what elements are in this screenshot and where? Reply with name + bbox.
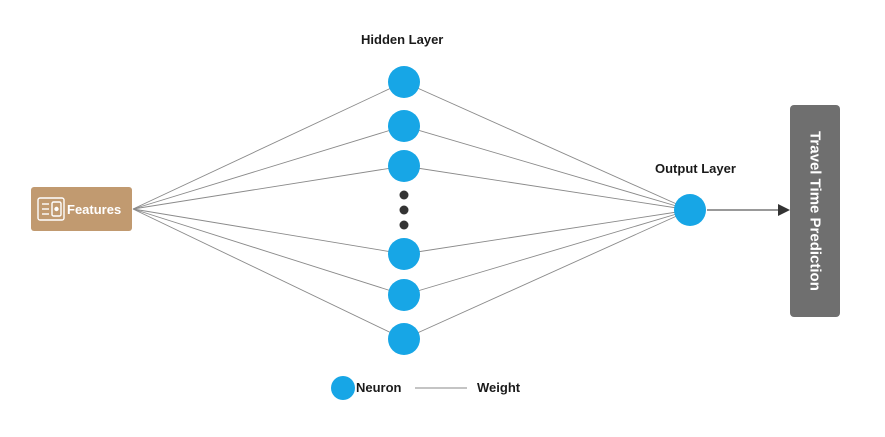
hidden-layer-label: Hidden Layer xyxy=(361,32,444,47)
weight-line-in-3 xyxy=(132,165,405,210)
features-label: Features xyxy=(67,201,122,217)
weight-line-out-5 xyxy=(403,209,691,296)
ellipsis-dot-3 xyxy=(399,220,409,230)
weight-line-in-2 xyxy=(132,125,405,210)
feature-sliders-icon xyxy=(37,197,65,221)
weight-line-in-4 xyxy=(132,208,405,255)
weight-line-in-1 xyxy=(132,81,405,210)
legend-neuron-label: Neuron xyxy=(356,380,402,395)
weight-line-out-6 xyxy=(403,209,691,340)
hidden-neuron-1 xyxy=(388,66,420,98)
weight-connections xyxy=(132,81,691,340)
ellipsis-dot-1 xyxy=(399,190,409,200)
output-neuron xyxy=(674,194,706,226)
weight-line-out-3 xyxy=(403,165,691,211)
prediction-label: Travel Time Prediction xyxy=(806,131,824,291)
legend-neuron-icon xyxy=(331,376,355,400)
output-arrow-head xyxy=(778,204,790,216)
neurons xyxy=(388,66,706,355)
output-layer-label: Output Layer xyxy=(655,161,736,176)
weight-line-in-6 xyxy=(132,208,405,340)
features-box: Features xyxy=(31,187,132,231)
weight-line-out-2 xyxy=(403,125,691,211)
hidden-neuron-5 xyxy=(388,279,420,311)
hidden-neuron-2 xyxy=(388,110,420,142)
hidden-neuron-3 xyxy=(388,150,420,182)
hidden-neuron-6 xyxy=(388,323,420,355)
legend-weight-label: Weight xyxy=(477,380,521,395)
prediction-box: Travel Time Prediction xyxy=(790,105,840,317)
weight-line-out-4 xyxy=(403,209,691,255)
weight-line-out-1 xyxy=(403,81,691,211)
hidden-neuron-4 xyxy=(388,238,420,270)
weight-line-in-5 xyxy=(132,208,405,296)
ellipsis-dot-2 xyxy=(399,205,409,215)
ellipsis-dots xyxy=(399,190,409,230)
